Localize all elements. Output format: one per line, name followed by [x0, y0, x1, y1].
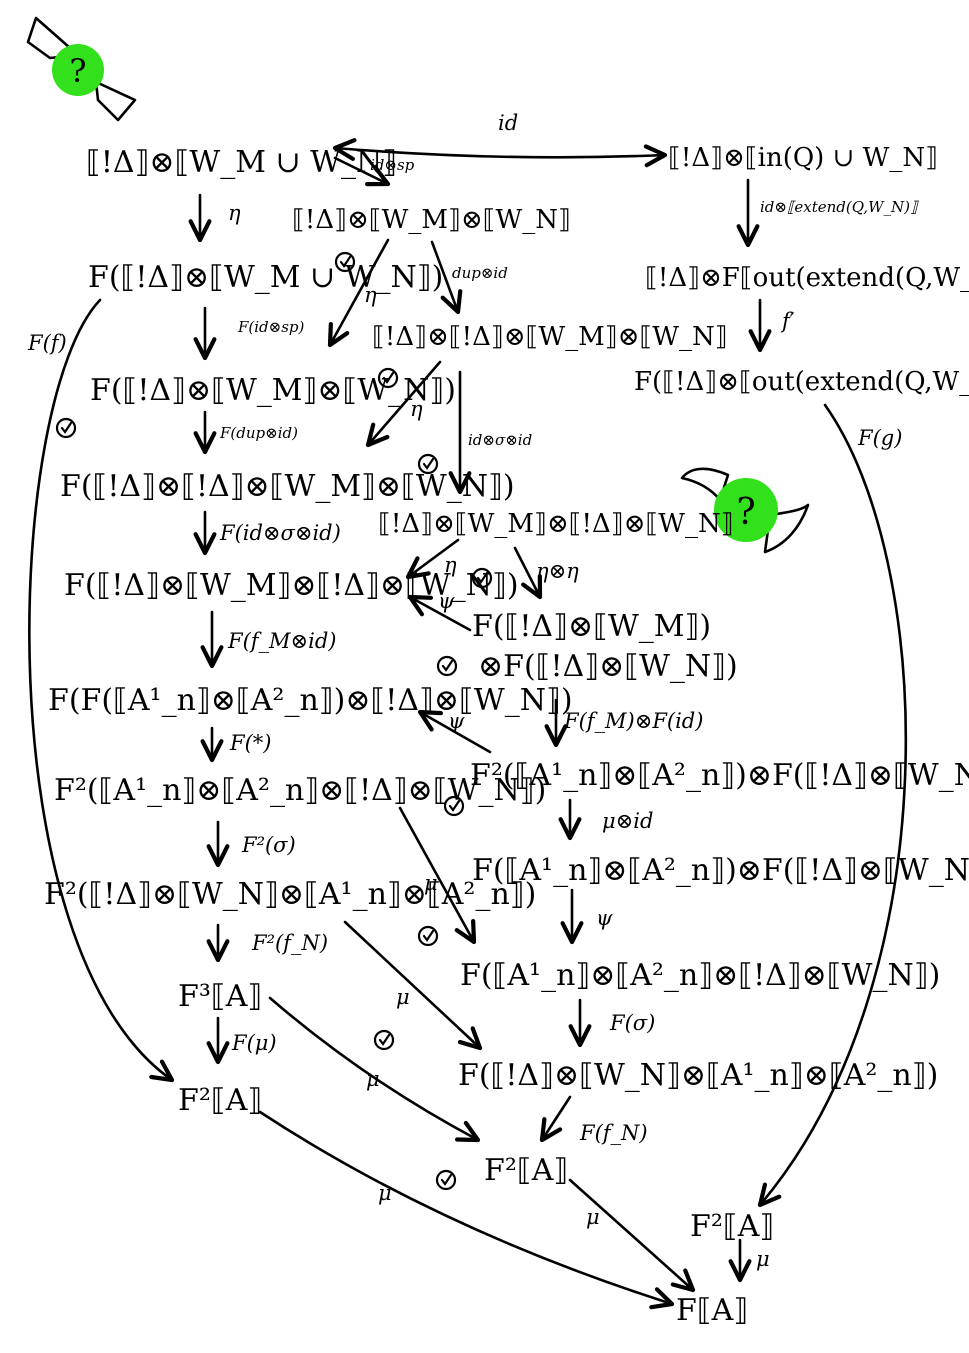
node-ffa: F(F(⟦A¹_n⟧⊗⟦A²_n⟧)⊗⟦!Δ⟧⊗⟦W_N⟧) [48, 683, 573, 718]
node-r3: F(⟦!Δ⟧⊗⟦out(extend(Q,W_N))⟧) [634, 367, 969, 397]
arrow-psi-1 [407, 594, 472, 632]
question-mark-glyph: ? [69, 52, 86, 90]
node-fa-final: F⟦A⟧ [676, 1293, 748, 1328]
node-fa: F(⟦A¹_n⟧⊗⟦A²_n⟧⊗⟦!Δ⟧⊗⟦W_N⟧) [460, 958, 940, 993]
label-mu-3: μ [366, 1067, 380, 1091]
node-f-dup: F(⟦!Δ⟧⊗⟦!Δ⟧⊗⟦W_M⟧⊗⟦W_N⟧) [60, 469, 515, 504]
label-f-fm-id: F(f_M⊗id) [227, 629, 337, 653]
node-swap: ⟦!Δ⟧⊗⟦W_M⟧⊗⟦!Δ⟧⊗⟦W_N⟧ [378, 509, 734, 539]
node-f-top: F(⟦!Δ⟧⊗⟦W_M ∪ W_N⟧) [88, 260, 443, 295]
label-eta-1: η [228, 201, 241, 225]
object-nodes: ⟦!Δ⟧⊗⟦W_M ∪ W_N⟧ ⟦!Δ⟧⊗⟦in(Q) ∪ W_N⟧ ⟦!Δ⟧… [44, 143, 969, 1328]
arrow-eta-2 [327, 238, 390, 348]
node-fmr: F(⟦A¹_n⟧⊗⟦A²_n⟧)⊗F(⟦!Δ⟧⊗⟦W_N⟧) [472, 853, 969, 888]
node-dup: ⟦!Δ⟧⊗⟦!Δ⟧⊗⟦W_M⟧⊗⟦W_N⟧ [372, 322, 728, 352]
node-top-left: ⟦!Δ⟧⊗⟦W_M ∪ W_N⟧ [86, 145, 397, 180]
arrow-psi-2 [417, 709, 492, 754]
morphism-labels: id id⊗sp η id⊗⟦extend(Q,W_N)⟧ dup⊗id η F… [27, 111, 919, 1271]
commutes-mark [471, 567, 493, 589]
label-f-star: F(*) [229, 731, 271, 755]
label-mu-4: μ [378, 1181, 392, 1205]
commutes-marks [55, 251, 493, 1191]
arrow-f-g [757, 403, 908, 1208]
node-r2: ⟦!Δ⟧⊗F⟦out(extend(Q,W_N))⟧ [645, 263, 969, 293]
commutes-mark [417, 925, 439, 947]
commutes-mark [373, 1029, 395, 1051]
label-f-mu: F(μ) [231, 1031, 277, 1055]
arrow-id-bidirectional [332, 138, 668, 168]
node-f-swap: F(⟦!Δ⟧⊗⟦W_M⟧⊗⟦!Δ⟧⊗⟦W_N⟧) [64, 568, 519, 603]
commutes-mark [443, 795, 465, 817]
label-psi-1: ψ [438, 589, 455, 613]
node-f3a: F³⟦A⟧ [178, 979, 262, 1014]
label-f2-sigma: F²(σ) [241, 833, 296, 857]
label-f-sigma: F(σ) [609, 1011, 655, 1035]
label-psi-2: ψ [448, 709, 465, 733]
label-f-dup-id: F(dup⊗id) [219, 424, 298, 442]
label-mu-6: μ [756, 1247, 770, 1271]
node-f2a-right: F²⟦A⟧ [690, 1209, 774, 1244]
arrow-eta-3 [365, 360, 442, 448]
commutes-mark [417, 453, 439, 475]
label-f-fn: F(f_N) [579, 1121, 648, 1145]
label-mu-5: μ [586, 1205, 600, 1229]
arrow-id-sp [333, 156, 391, 187]
arrow-f-fn [539, 1095, 572, 1143]
arrow-f-f [28, 298, 175, 1083]
commutes-mark [377, 367, 399, 389]
node-fs: F(⟦!Δ⟧⊗⟦W_N⟧⊗⟦A¹_n⟧⊗⟦A²_n⟧) [458, 1058, 938, 1093]
label-mu-2: μ [396, 985, 410, 1009]
label-eta-eta: η⊗η [536, 559, 579, 583]
node-f2a-mid: F²⟦A⟧ [484, 1153, 568, 1188]
commutes-mark [334, 251, 356, 273]
arrow-mu-4 [258, 1110, 675, 1310]
candy-blob-right: ? [680, 467, 810, 554]
candy-body [52, 44, 104, 96]
morphism-arrows [28, 138, 908, 1310]
label-id-ext: id⊗⟦extend(Q,W_N)⟧ [760, 198, 919, 216]
label-dup-id: dup⊗id [452, 264, 508, 282]
commutes-mark [436, 655, 458, 677]
arrow-mu-2 [343, 920, 483, 1051]
label-psi-3: ψ [596, 906, 613, 930]
label-f-f: F(f) [27, 331, 67, 355]
question-mark-glyph: ? [736, 492, 755, 533]
label-mu-id: μ⊗id [602, 809, 653, 833]
node-ff2: ⊗F(⟦!Δ⟧⊗⟦W_N⟧) [478, 649, 738, 684]
node-split: ⟦!Δ⟧⊗⟦W_M⟧⊗⟦W_N⟧ [292, 205, 571, 235]
label-f2-fn: F²(f_N) [251, 931, 328, 955]
label-id-sigma-id-1: id⊗σ⊗id [468, 431, 532, 449]
label-eta-2: η [364, 283, 377, 307]
arrow-mu-1 [398, 806, 477, 945]
node-f2r: F²(⟦A¹_n⟧⊗⟦A²_n⟧)⊗F(⟦!Δ⟧⊗⟦W_N⟧) [470, 758, 969, 793]
label-f-fm-f-id: F(f_M)⊗F(id) [563, 709, 703, 733]
arrow-dup-id [430, 240, 463, 315]
arrow-eta-eta [513, 546, 543, 600]
arrow-eta-4 [405, 538, 460, 580]
node-f-split: F(⟦!Δ⟧⊗⟦W_M⟧⊗⟦W_N⟧) [90, 373, 456, 408]
node-top-right: ⟦!Δ⟧⊗⟦in(Q) ∪ W_N⟧ [668, 143, 938, 173]
label-eta-3: η [410, 397, 423, 421]
arrow-mu-5 [568, 1178, 696, 1293]
label-f-g: F(g) [857, 426, 902, 450]
node-f2s: F²(⟦!Δ⟧⊗⟦W_N⟧⊗⟦A¹_n⟧⊗⟦A²_n⟧) [44, 877, 536, 912]
label-mu-1: μ [424, 871, 438, 895]
node-f2l: F²(⟦A¹_n⟧⊗⟦A²_n⟧⊗⟦!Δ⟧⊗⟦W_N⟧) [54, 773, 546, 808]
node-ff: F(⟦!Δ⟧⊗⟦W_M⟧) [472, 609, 711, 644]
arrow-mu-3 [268, 996, 481, 1143]
commutes-mark [55, 417, 77, 439]
label-id-sp: id⊗sp [370, 156, 415, 174]
label-f-id-sp: F(id⊗sp) [237, 318, 305, 336]
candy-blob-top-left: ? [26, 16, 137, 122]
commutes-mark [435, 1169, 457, 1191]
label-id-top: id [498, 111, 518, 135]
label-eta-4: η [444, 553, 457, 577]
label-f-id-sigma-id: F(id⊗σ⊗id) [219, 521, 341, 545]
candy-body [714, 478, 778, 542]
node-f2a-left: F²⟦A⟧ [178, 1083, 262, 1118]
label-f-prime: f′ [780, 309, 795, 333]
